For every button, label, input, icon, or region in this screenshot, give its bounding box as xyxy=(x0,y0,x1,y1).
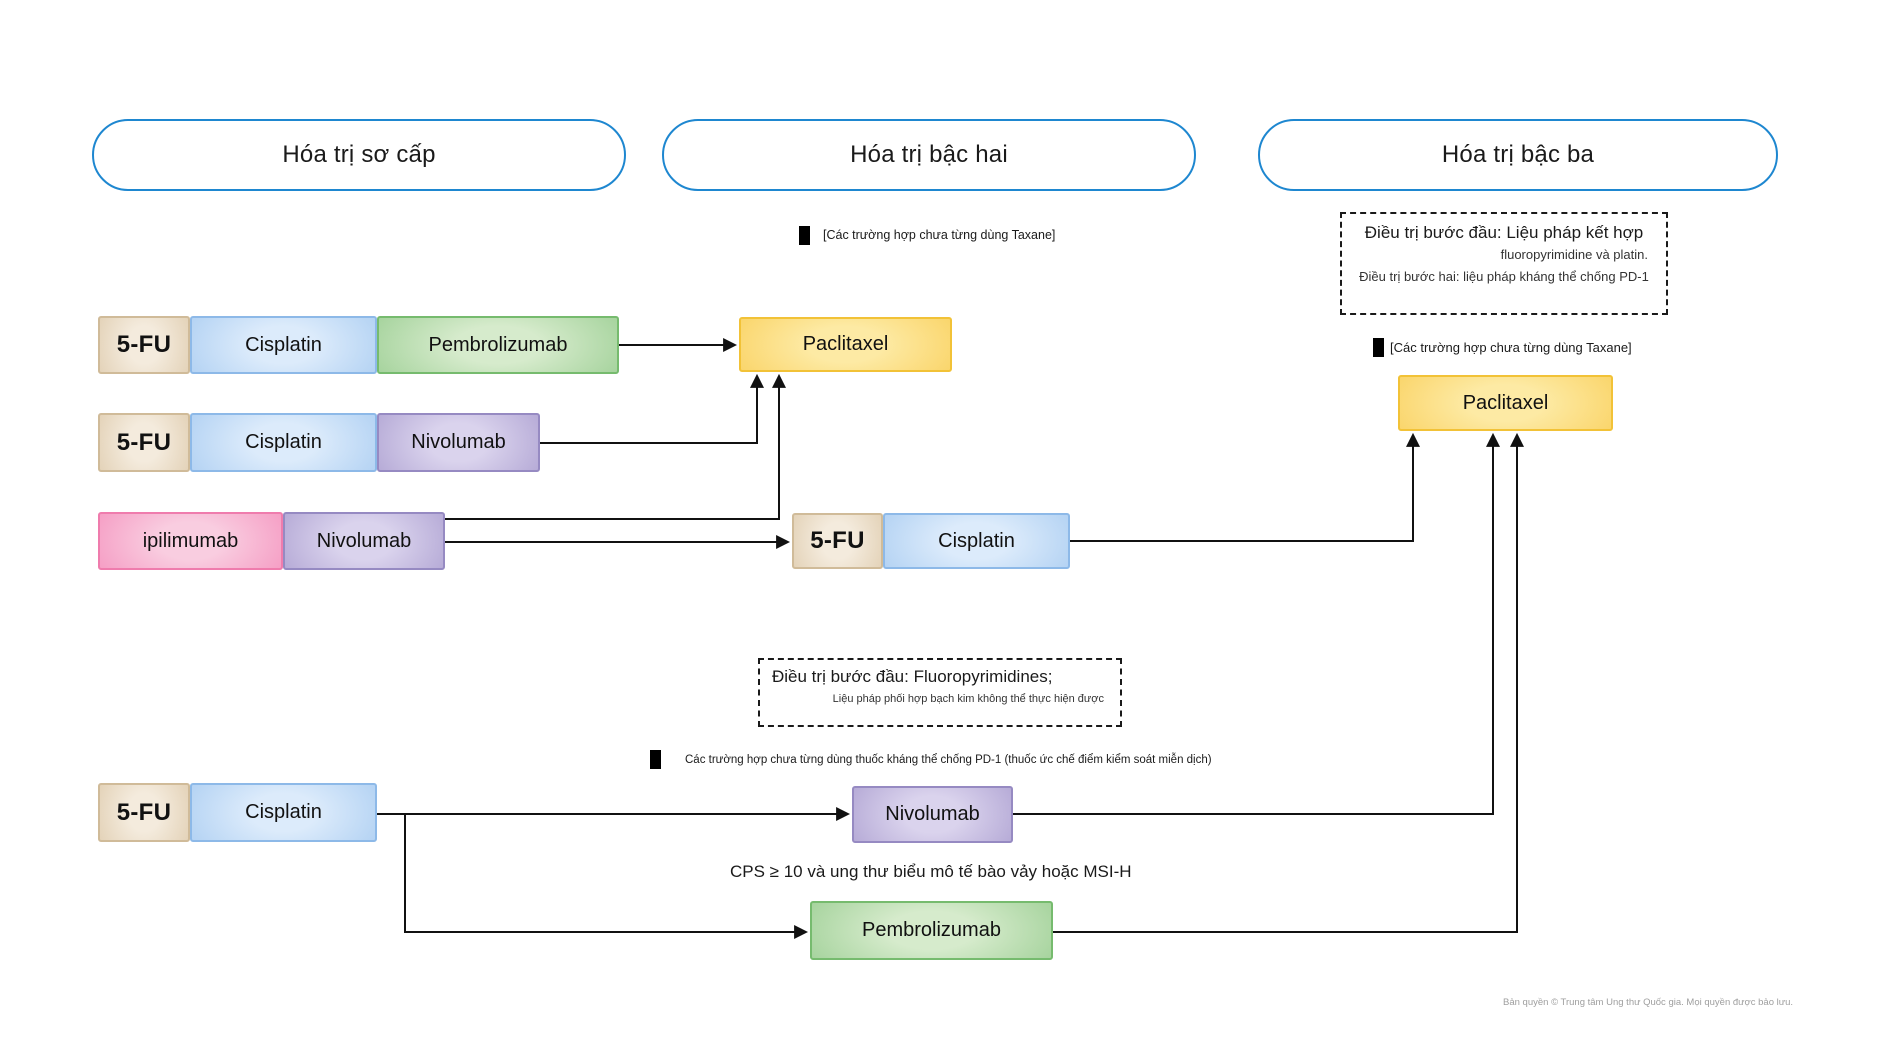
column-header-third-line-chemo: Hóa trị bậc ba xyxy=(1258,119,1778,191)
note-box-first-line-fluoropyrimidines: Điều trị bước đầu: Fluoropyrimidines; Li… xyxy=(758,658,1122,727)
drug-segment-5fu: 5-FU xyxy=(98,783,190,842)
arrow-pembrolizumab2-to-paclitaxel3 xyxy=(1053,432,1524,933)
regimen-row-fu-cis: 5-FU Cisplatin xyxy=(98,783,377,842)
copyright-footer: Bản quyền © Trung tâm Ung thư Quốc gia. … xyxy=(1503,997,1794,1008)
drug-segment-5fu: 5-FU xyxy=(98,413,190,472)
taxane-note-second-line: [Các trường hợp chưa từng dùng Taxane] xyxy=(799,225,1055,245)
node-pembrolizumab-second-line: Pembrolizumab xyxy=(810,901,1053,960)
node-paclitaxel-third-line: Paclitaxel xyxy=(1398,375,1613,431)
column-header-primary-chemo: Hóa trị sơ cấp xyxy=(92,119,626,191)
node-nivolumab-second-line: Nivolumab xyxy=(852,786,1013,843)
note-box-line2: Liệu pháp phối hợp bạch kim không thể th… xyxy=(832,693,1104,705)
taxane-note-text: [Các trường hợp chưa từng dùng Taxane] xyxy=(1390,339,1632,355)
drug-segment-nivolumab: Nivolumab xyxy=(283,512,445,570)
pd1-naive-note-text: Các trường hợp chưa từng dùng thuốc khán… xyxy=(685,753,1212,766)
pd1-naive-note: Các trường hợp chưa từng dùng thuốc khán… xyxy=(650,750,1212,769)
black-square-icon xyxy=(650,750,661,769)
node-paclitaxel-second-line: Paclitaxel xyxy=(739,317,952,372)
arrow-fu-cisplatin1-to-pembrolizumab2 xyxy=(404,814,809,939)
drug-segment-ipilimumab: ipilimumab xyxy=(98,512,283,570)
drug-segment-cisplatin: Cisplatin xyxy=(190,413,377,472)
taxane-note-text: [Các trường hợp chưa từng dùng Taxane] xyxy=(823,228,1056,242)
column-header-label: Hóa trị bậc hai xyxy=(850,141,1008,168)
regimen-row-fu-cis-second-line: 5-FU Cisplatin xyxy=(792,513,1070,569)
note-box-line3: Điều trị bước hai: liệu pháp kháng thể c… xyxy=(1359,269,1649,284)
regimen-row-fu-cis-nivo: 5-FU Cisplatin Nivolumab xyxy=(98,413,540,472)
node-label: Nivolumab xyxy=(885,803,980,825)
black-square-icon xyxy=(1373,337,1384,357)
column-header-second-line-chemo: Hóa trị bậc hai xyxy=(662,119,1196,191)
column-header-label: Hóa trị bậc ba xyxy=(1441,141,1595,168)
note-box-line1: Điều trị bước đầu: Fluoropyrimidines; xyxy=(772,667,1053,686)
arrow-fu-cisplatin2-to-paclitaxel3 xyxy=(1070,432,1420,542)
column-header-label: Hóa trị sơ cấp xyxy=(282,141,436,168)
drug-segment-cisplatin: Cisplatin xyxy=(883,513,1070,569)
black-square-icon xyxy=(799,225,810,245)
node-label: Pembrolizumab xyxy=(862,919,1001,941)
note-box-third-line-treatment: Điều trị bước đầu: Liệu pháp kết hợp flu… xyxy=(1340,212,1668,315)
regimen-row-ipi-nivo: ipilimumab Nivolumab xyxy=(98,512,445,570)
drug-segment-5fu: 5-FU xyxy=(98,316,190,374)
regimen-row-fu-cis-pembro: 5-FU Cisplatin Pembrolizumab xyxy=(98,316,619,374)
drug-segment-cisplatin: Cisplatin xyxy=(190,783,377,842)
arrow-nivolumab2-to-paclitaxel3 xyxy=(1013,432,1500,815)
arrow-ipi-nivo-to-paclitaxel2 xyxy=(445,373,786,520)
note-box-line1: Điều trị bước đầu: Liệu pháp kết hợp xyxy=(1364,223,1644,242)
node-label: Paclitaxel xyxy=(1462,391,1549,414)
node-label: Paclitaxel xyxy=(802,333,889,355)
taxane-note-third-line: [Các trường hợp chưa từng dùng Taxane] xyxy=(1373,337,1632,357)
cps-msi-condition-text: CPS ≥ 10 và ung thư biểu mô tế bào vảy h… xyxy=(730,862,1132,881)
drug-segment-cisplatin: Cisplatin xyxy=(190,316,377,374)
drug-segment-nivolumab: Nivolumab xyxy=(377,413,540,472)
drug-segment-pembrolizumab: Pembrolizumab xyxy=(377,316,619,374)
note-box-line2: fluoropyrimidine và platin. xyxy=(1500,247,1648,262)
drug-segment-5fu: 5-FU xyxy=(792,513,883,569)
arrow-nivo-regimen-to-paclitaxel2 xyxy=(540,373,764,444)
